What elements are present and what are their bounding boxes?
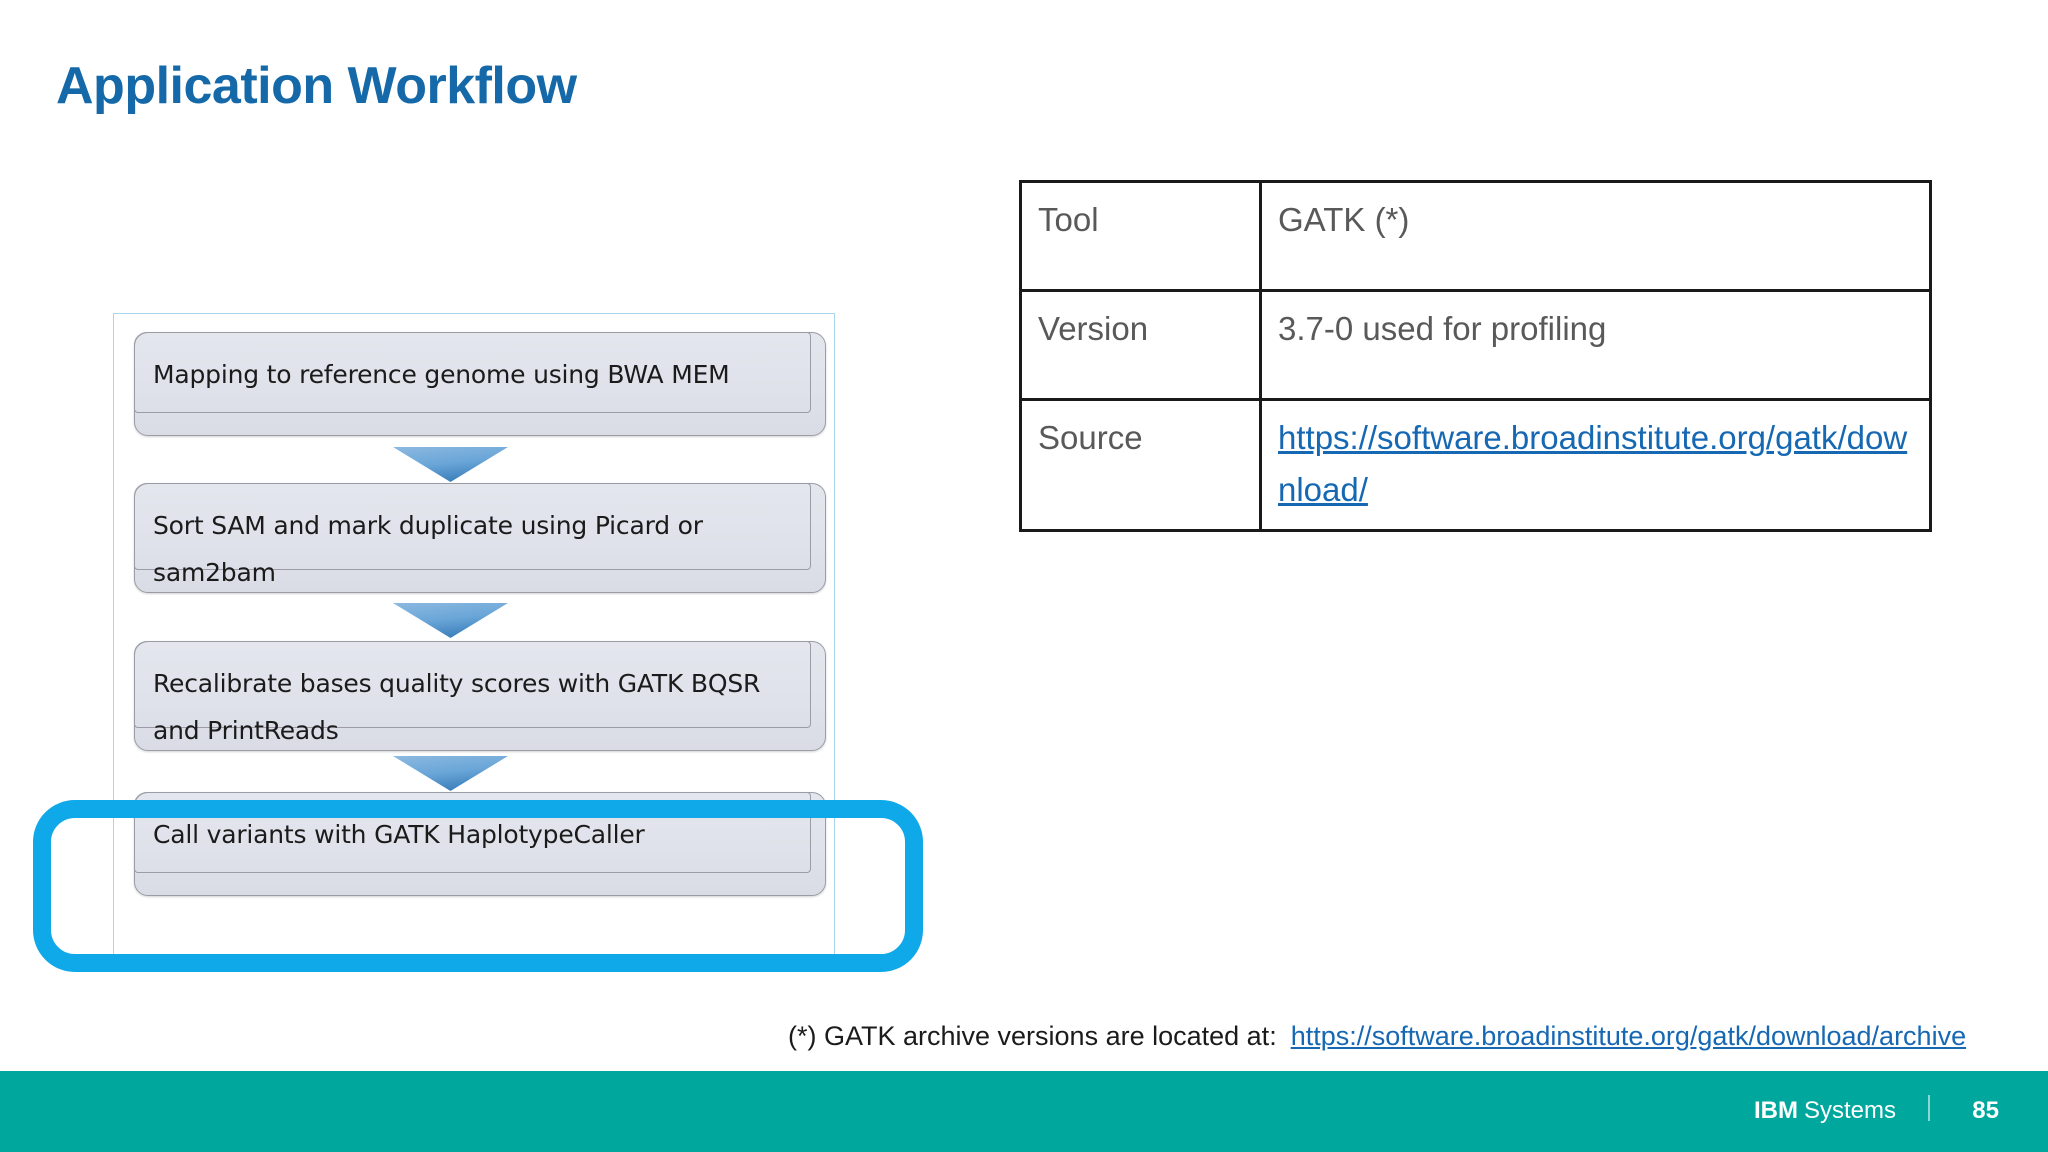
brand-systems: Systems [1803, 1097, 1896, 1124]
table-row-value-cell: https://software.broadinstitute.org/gatk… [1259, 398, 1932, 532]
table-row: Source https://software.broadinstitute.o… [1019, 398, 1932, 532]
table-row-value: GATK (*) [1259, 180, 1932, 292]
flow-step-label-2: Sort SAM and mark duplicate using Picard… [153, 511, 703, 587]
footnote: (*) GATK archive versions are located at… [788, 1021, 1966, 1052]
brand-separator [1928, 1095, 1930, 1121]
tool-info-table: Tool GATK (*) Version 3.7-0 used for pro… [1019, 180, 1932, 532]
flow-step-label-3: Recalibrate bases quality scores with GA… [153, 669, 761, 745]
flow-step-label-4: Call variants with GATK HaplotypeCaller [153, 820, 645, 849]
table-row-value: 3.7-0 used for profiling [1259, 289, 1932, 401]
footnote-archive-link[interactable]: https://software.broadinstitute.org/gatk… [1290, 1021, 1967, 1051]
flow-arrow-down-icon-2 [393, 603, 508, 638]
table-row-label: Version [1019, 289, 1262, 401]
page-title: Application Workflow [56, 57, 577, 115]
table-row-label: Tool [1019, 180, 1262, 292]
page-number: 85 [1972, 1097, 1999, 1124]
flow-step-label-1: Mapping to reference genome using BWA ME… [153, 360, 730, 389]
highlight-callout-rectangle [33, 800, 923, 972]
table-row-label: Source [1019, 398, 1262, 532]
flow-arrow-down-icon-1 [393, 447, 508, 482]
flow-arrow-down-icon-3 [393, 756, 508, 791]
flow-step-box-3[interactable]: Recalibrate bases quality scores with GA… [134, 641, 826, 751]
brand-ibm: IBM [1753, 1097, 1798, 1124]
flow-step-box-2[interactable]: Sort SAM and mark duplicate using Picard… [134, 483, 826, 593]
workflow-diagram-panel: Mapping to reference genome using BWA ME… [113, 313, 835, 963]
flow-step-box-1[interactable]: Mapping to reference genome using BWA ME… [134, 332, 826, 436]
footnote-text: (*) GATK archive versions are located at… [788, 1021, 1277, 1051]
table-row: Tool GATK (*) [1019, 180, 1932, 292]
source-url-link[interactable]: https://software.broadinstitute.org/gatk… [1278, 419, 1908, 508]
table-row: Version 3.7-0 used for profiling [1019, 289, 1932, 401]
